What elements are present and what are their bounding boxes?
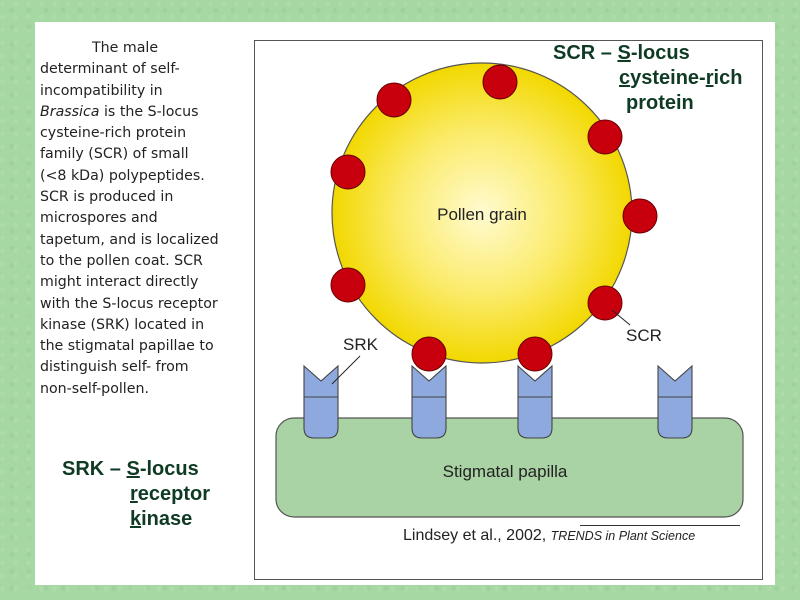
citation: Lindsey et al., 2002, TRENDS in Plant Sc… xyxy=(403,527,695,545)
desc-italic-genus: Brassica xyxy=(40,103,100,120)
scr-def-underlined: c xyxy=(619,67,631,89)
srk-leader-line xyxy=(331,355,361,385)
stigma-label: Stigmatal papilla xyxy=(443,462,568,481)
desc-line: cysteine-rich protein xyxy=(40,125,187,142)
desc-line: the stigmatal papillae to xyxy=(40,338,214,355)
scr-dot xyxy=(622,198,658,234)
srk-receptor xyxy=(657,364,693,439)
srk-def-text: SRK – xyxy=(62,458,127,480)
desc-line: Brassica is the S-locus xyxy=(40,102,245,123)
scr-def-underlined: r xyxy=(705,67,714,89)
scr-definition: SCR – S-locus cysteine-rich protein xyxy=(553,41,742,116)
desc-line: determinant of self- xyxy=(40,61,180,78)
scr-def-text: -locus xyxy=(630,42,690,64)
desc-line: non-self-pollen. xyxy=(40,380,149,397)
scr-dot xyxy=(330,154,366,190)
srk-def-line1: SRK – S-locus xyxy=(62,458,199,480)
desc-line: to the pollen coat. SCR xyxy=(40,252,203,269)
srk-def-underlined: S xyxy=(126,458,140,480)
desc-line: microspores and xyxy=(40,210,158,227)
srk-def-text: eceptor xyxy=(137,483,211,505)
desc-line-rest: is the S-locus xyxy=(99,103,199,120)
scr-def-underlined: S xyxy=(617,42,631,64)
pollen-label: Pollen grain xyxy=(437,205,527,224)
desc-line: with the S-locus receptor xyxy=(40,295,218,312)
scr-dot xyxy=(411,336,447,372)
citation-rule xyxy=(580,525,740,526)
scr-def-text: SCR – xyxy=(553,42,618,64)
desc-line: family (SCR) of small xyxy=(40,146,189,163)
srk-def-text: -locus xyxy=(139,458,199,480)
desc-line: SCR is produced in xyxy=(40,189,174,206)
srk-receptor xyxy=(303,364,339,439)
scr-leader-line xyxy=(611,309,631,326)
srk-receptor xyxy=(411,364,447,439)
desc-line: tapetum, and is localized xyxy=(40,231,219,248)
citation-journal: TRENDS in Plant Science xyxy=(550,529,696,543)
srk-definition: SRK – S-locus receptor kinase xyxy=(62,457,210,532)
stigmatal-papilla xyxy=(275,417,744,518)
scr-def-text: ich xyxy=(713,67,743,89)
srk-def-underlined: k xyxy=(130,508,142,530)
scr-dot xyxy=(482,64,518,100)
srk-def-line3: kinase xyxy=(62,507,210,532)
desc-line: (<8 kDa) polypeptides. xyxy=(40,167,205,184)
desc-line: might interact directly xyxy=(40,274,199,291)
srk-def-line2: receptor xyxy=(62,482,210,507)
scr-def-line2: cysteine-rich xyxy=(553,66,742,91)
scr-dot xyxy=(517,336,553,372)
scr-label: SCR xyxy=(626,326,662,345)
scr-dot xyxy=(376,82,412,118)
srk-def-underlined: r xyxy=(130,483,138,505)
srk-def-text: inase xyxy=(141,508,193,530)
scr-dot xyxy=(587,119,623,155)
scr-def-line1: SCR – S-locus xyxy=(553,42,690,64)
scr-dot xyxy=(330,267,366,303)
desc-line: incompatibility in xyxy=(40,82,163,99)
citation-authors: Lindsey et al., 2002, xyxy=(403,527,551,544)
srk-receptor xyxy=(517,364,553,439)
scr-dot xyxy=(587,285,623,321)
scr-def-line3: protein xyxy=(626,92,694,114)
desc-line: The male xyxy=(92,40,159,56)
description-text: The male determinant of self- incompatib… xyxy=(40,38,245,400)
desc-line: distinguish self- from xyxy=(40,359,189,376)
srk-label: SRK xyxy=(343,335,379,354)
scr-def-text: ysteine- xyxy=(630,67,706,89)
desc-line: kinase (SRK) located in xyxy=(40,316,205,333)
